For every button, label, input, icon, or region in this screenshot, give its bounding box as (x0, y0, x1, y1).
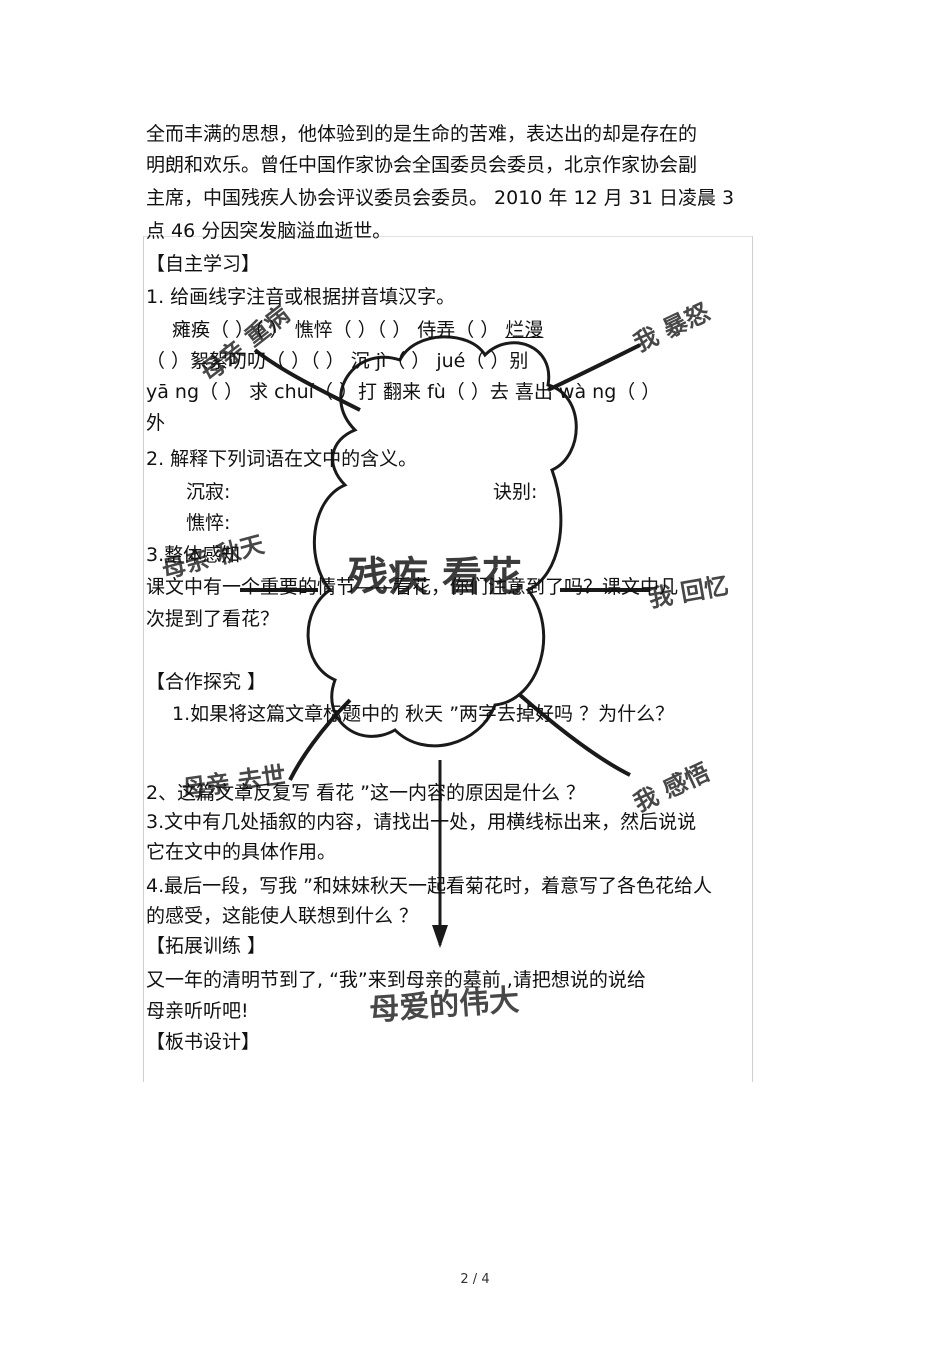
explore-q2: 2、这篇文章反复写 看花 ”这一内容的原因是什么 ？ (146, 782, 586, 804)
q1-row1-underlined: 烂漫 (505, 319, 544, 341)
explore-heading: 【合作探究 】 (146, 671, 267, 693)
extend-heading: 【拓展训练 】 (146, 935, 267, 957)
q2-term-chenji: 沉寂: (186, 481, 231, 503)
extend-text-1: 又一年的清明节到了, “我”来到母亲的墓前 ,请把想说的说给 (146, 969, 646, 991)
self-study-q1: 1. 给画线字注音或根据拼音填汉字。 (146, 286, 456, 308)
self-study-q2: 2. 解释下列词语在文中的含义。 (146, 448, 418, 470)
self-study-q1-row4: 外 (146, 412, 166, 434)
self-study-q1-row3: yā ng（ ） 求 chuí（ ）打 翻来 fù（ ）去 喜出 wà ng（ … (146, 381, 661, 403)
intro-line-3: 主席，中国残疾人协会评议委员会委员。 2010 年 12 月 31 日凌晨 3 (146, 187, 735, 209)
self-study-q1-row1: 瘫痪（ ）（ ） 憔悴（ ）（ ） 侍弄（ ） 烂漫 (172, 318, 543, 342)
board-design-frame (143, 236, 753, 1082)
self-study-heading: 【自主学习】 (146, 253, 261, 275)
page-number: 2 / 4 (460, 1272, 490, 1287)
explore-q4-line2: 的感受，这能使人联想到什么 ？ (146, 905, 419, 927)
q2-term-qiaocui: 憔悴: (186, 512, 231, 534)
q1-row1-text: 瘫痪（ ）（ ） 憔悴（ ）（ ） 侍弄（ ） (172, 319, 500, 341)
q2-term-juebie: 诀别: (493, 481, 538, 503)
explore-q4-line1: 4.最后一段，写我 ”和妹妹秋天一起看菊花时，着意写了各色花给人 (146, 875, 713, 897)
self-study-q3-text1: 课文中有一个重要的情节——看花，你们注意到了吗？课文中几 (146, 576, 679, 598)
extend-text-2: 母亲听听吧! (146, 1000, 249, 1022)
self-study-q3-text2: 次提到了看花？ (146, 608, 280, 630)
explore-q3-line1: 3.文中有几处插叙的内容，请找出一处，用横线标出来，然后说说 (146, 811, 697, 833)
intro-line-4: 点 46 分因突发脑溢血逝世。 (146, 220, 392, 242)
self-study-q3: 3.整体感知 (146, 544, 241, 566)
explore-q3-line2: 它在文中的具体作用。 (146, 841, 337, 863)
self-study-q1-row2: （ ）絮絮叨叨（ ）（ ） 沉 jì（ ） jué（ ）别 (146, 350, 529, 372)
board-design-heading: 【板书设计】 (146, 1031, 261, 1053)
intro-line-1: 全而丰满的思想，他体验到的是生命的苦难，表达出的却是存在的 (146, 123, 698, 145)
explore-q1: 1.如果将这篇文章标题中的 秋天 ”两字去掉好吗 ？为什么？ (172, 703, 675, 725)
intro-line-2: 明朗和欢乐。曾任中国作家协会全国委员会委员，北京作家协会副 (146, 154, 698, 176)
